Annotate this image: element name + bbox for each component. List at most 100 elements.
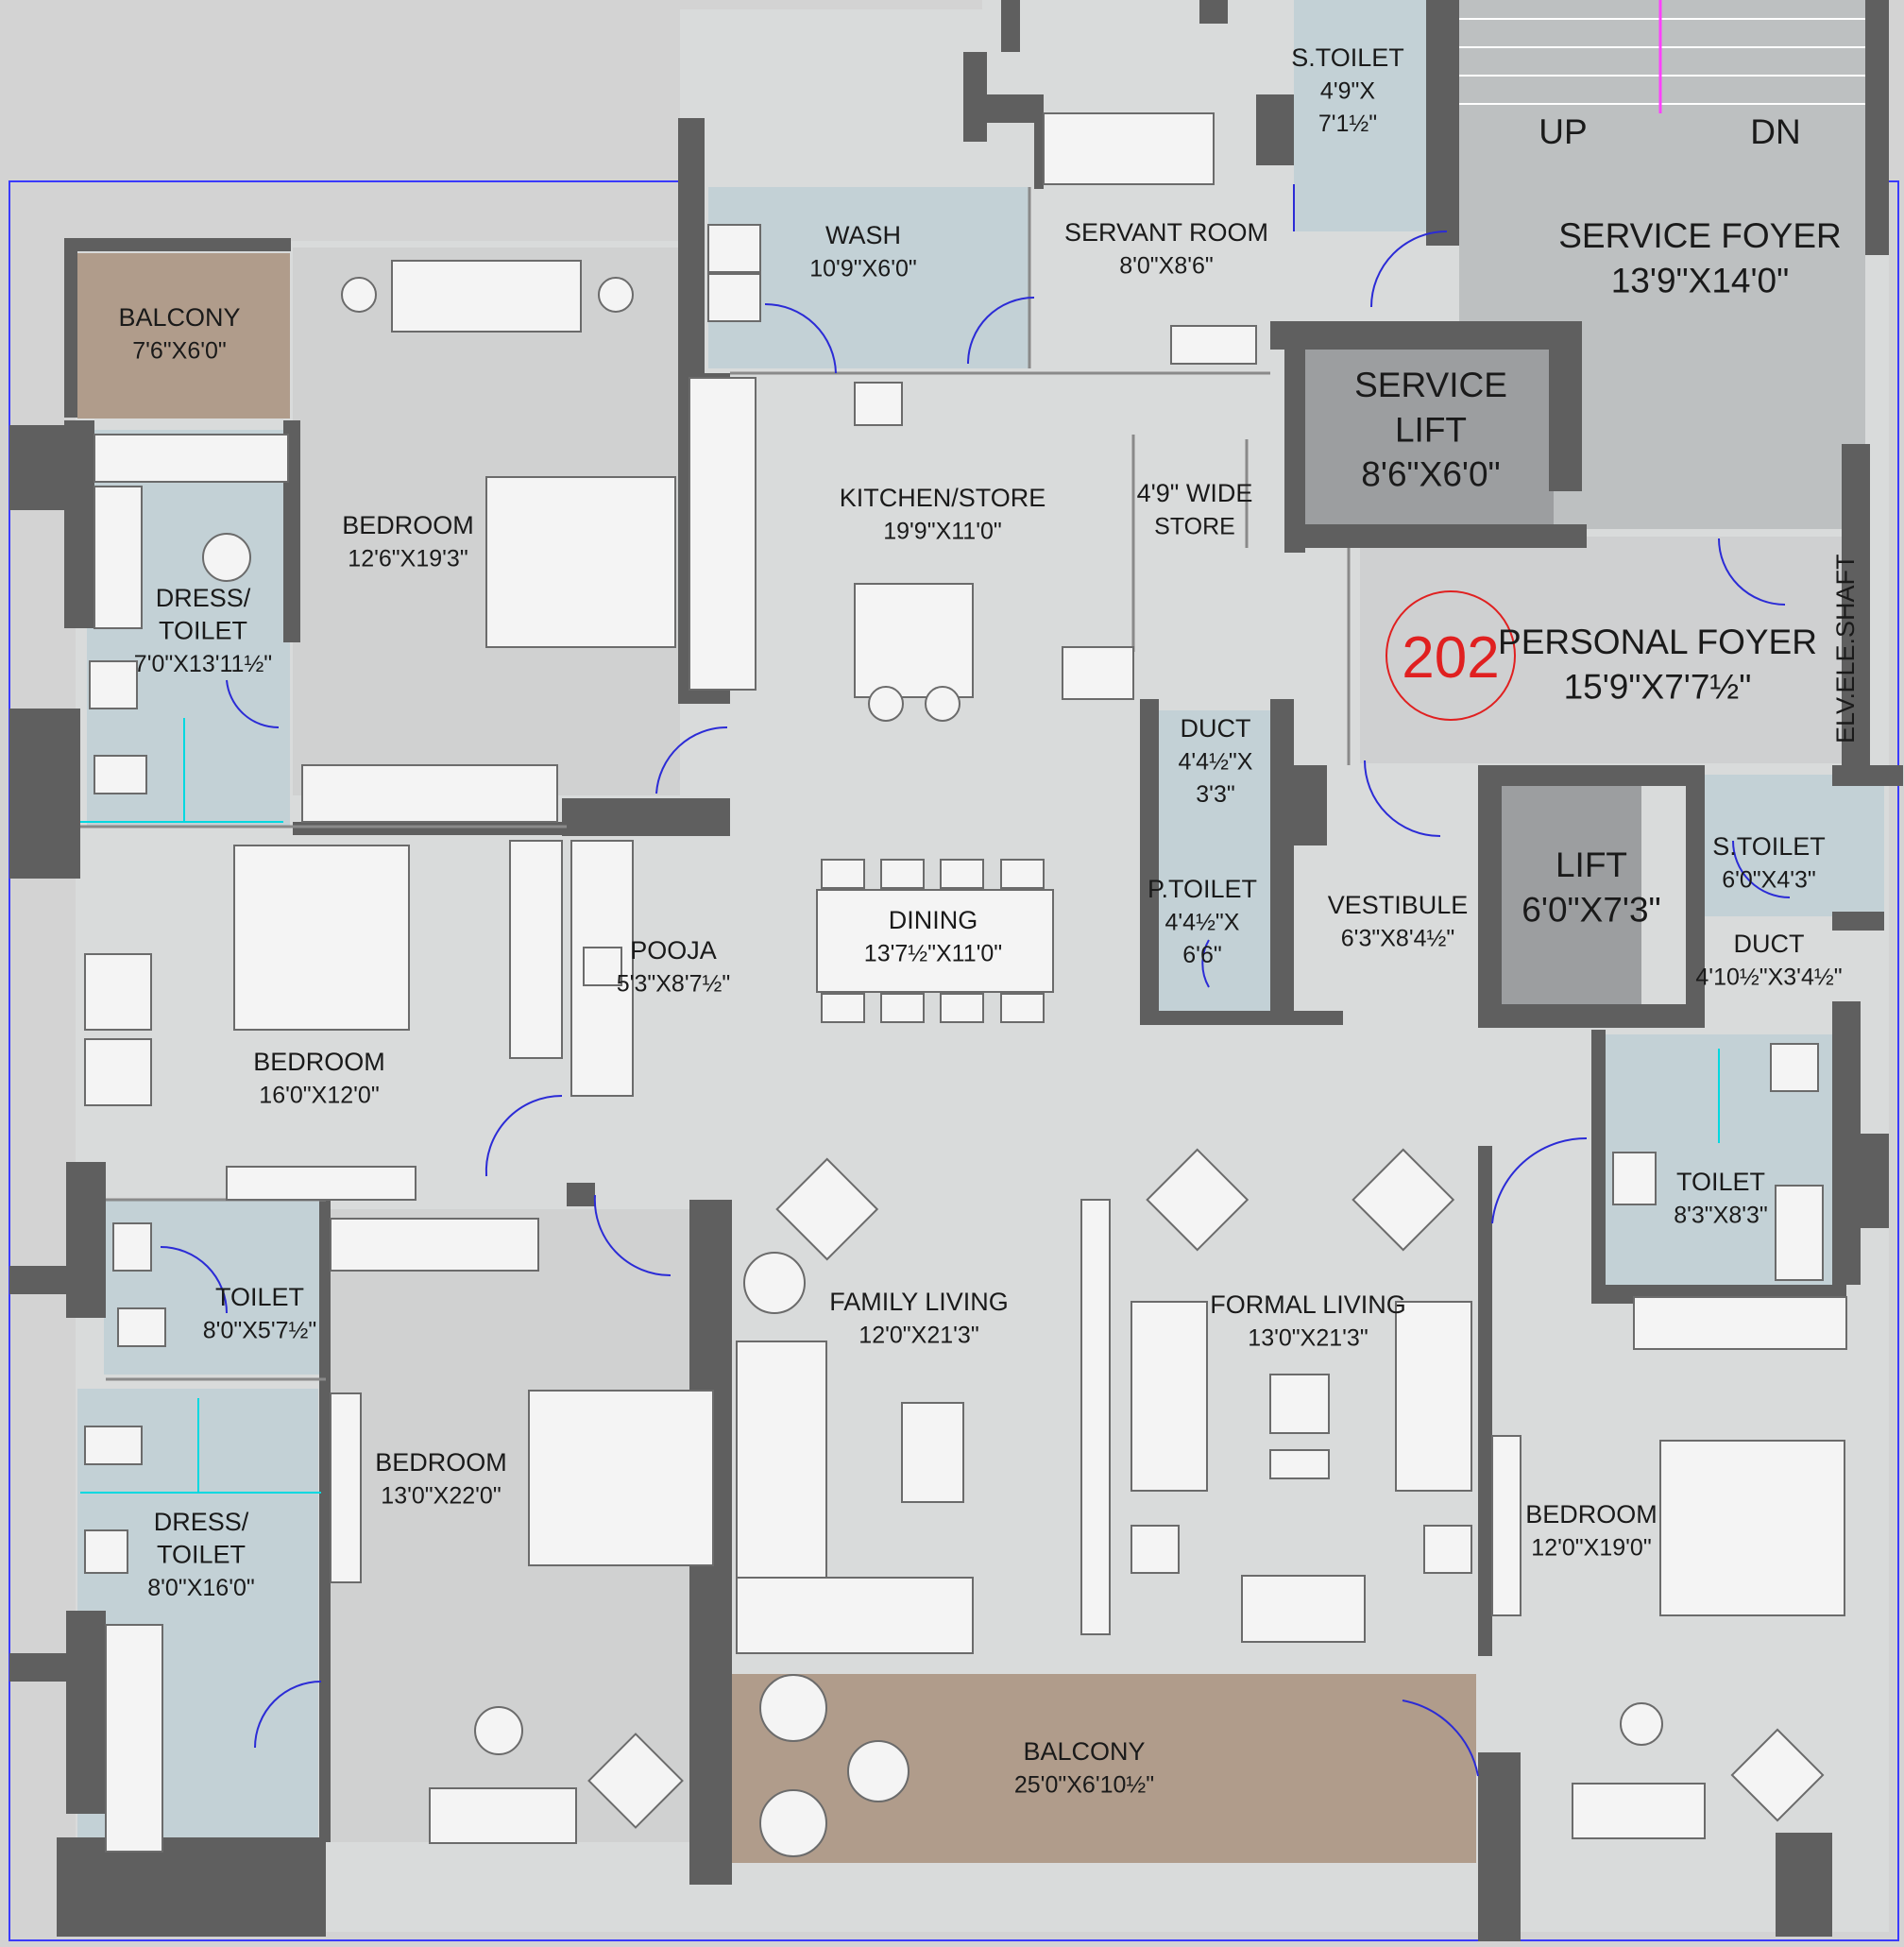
room-name: BALCONY [118,303,240,332]
room-dimension: 15'9"X7'7½" [1564,667,1752,706]
room-name: DUCT [1734,930,1805,958]
room-dimension: 6'6" [1182,942,1221,968]
room-dimension: 12'0"X21'3" [858,1323,978,1349]
room-dimension: 6'0"X7'3" [1522,890,1660,929]
room-dimension: 8'0"X16'0" [147,1575,255,1601]
bed-bottom-right [1659,1440,1845,1616]
room-name: TOILET [1676,1168,1765,1196]
room-dimension: 8'0"X5'7½" [203,1318,316,1344]
room-name: 4'9" WIDE [1137,479,1253,507]
room-dimension: 6'3"X8'4½" [1341,926,1454,952]
lift-car [1500,784,1641,1006]
room-dimension: 16'0"X12'0" [259,1083,379,1109]
room-name: BEDROOM [1525,1500,1658,1529]
room-label-ele-shaft: ELE.SHAFT [1831,554,1860,692]
room-name: DRESS/ [154,1508,249,1536]
stair-lines [1459,18,1865,105]
formal-sofa-right [1395,1301,1472,1492]
room-dimension: 6'0"X4'3" [1722,867,1816,894]
pooja-icon [583,947,622,986]
room-name: BEDROOM [253,1048,385,1076]
room-name: DUCT [1181,714,1251,743]
balcony-top-floor [77,253,290,418]
room-name: KITCHEN/STORE [840,484,1046,512]
room-label-balcony-top: BALCONY 7'6"X6'0" [118,303,240,365]
room-label-up-label: UP [1538,112,1587,151]
room-dimension: 7'6"X6'0" [132,338,227,365]
wash-floor [708,187,1029,368]
unit-number: 202 [1402,625,1499,691]
room-label-elv: ELV. [1831,692,1860,743]
duct-ptoilet-floor [1152,710,1273,1015]
bed-top [485,476,676,648]
room-dimension: STORE [1154,514,1235,540]
room-dimension: 3'3" [1196,781,1234,808]
room-dimension: 7'1½" [1318,111,1377,137]
room-name: BEDROOM [375,1448,507,1477]
room-name: BEDROOM [342,511,474,539]
room-dimension: 4'4½"X [1165,910,1240,936]
personal-foyer-tile [1360,537,1856,763]
bed-bottom-left [528,1390,714,1566]
room-name: DN [1750,112,1800,151]
room-dimension: 8'3"X8'3" [1674,1203,1768,1229]
side-table-icon [341,277,377,313]
room-name: SERVANT ROOM [1064,218,1268,247]
s-toilet-top-floor [1294,0,1436,231]
room-name: SERVICE [1354,366,1507,404]
formal-sofa-left [1130,1301,1208,1492]
room-label-personal-foyer: PERSONAL FOYER 15'9"X7'7½" [1498,623,1817,706]
service-lift-car [1303,348,1554,532]
room-label-duct-right: DUCT 4'10½"X3'4½" [1695,930,1842,991]
room-label-wide-store: 4'9" WIDE STORE [1137,479,1253,540]
room-label-vestibule: VESTIBULE 6'3"X8'4½" [1328,891,1469,952]
room-dimension: 10'9"X6'0" [809,256,917,282]
room-dimension: TOILET [159,617,247,645]
room-name: UP [1538,112,1587,151]
bed-mid-left [233,845,410,1031]
room-dimension: 5'3"X8'7½" [617,971,730,998]
room-name: DRESS/ [156,584,251,612]
dining-table [816,889,1054,993]
room-dimension: 13'7½"X11'0" [864,941,1002,967]
room-dimension: 4'10½"X3'4½" [1695,965,1842,991]
balcony-bottom-floor [730,1674,1476,1863]
bedroom-top-cabinet [301,764,558,823]
room-dimension: LIFT [1395,410,1467,449]
room-name: PERSONAL FOYER [1498,623,1817,661]
room-label-dining: DINING 13'7½"X11'0" [864,906,1002,967]
thin-partitions [80,187,1351,1381]
room-label-bedroom-bottom-right: BEDROOM 12'0"X19'0" [1525,1500,1658,1562]
room-label-balcony-bottom: BALCONY 25'0"X6'10½" [1014,1737,1154,1799]
room-dimension: 25'0"X6'10½" [1014,1772,1154,1799]
room-dimension: 13'0"X21'3" [1248,1325,1368,1352]
glass-partitions [80,718,1720,1494]
room-dimension: 4'4½"X [1179,749,1253,776]
room-name: P.TOILET [1148,875,1257,903]
room-name: ELV. [1831,692,1860,743]
room-name: BALCONY [1023,1737,1145,1766]
room-dimension: 12'0"X19'0" [1531,1535,1651,1562]
room-name: VESTIBULE [1328,891,1469,919]
kitchen-island [854,583,974,698]
room-name: TOILET [215,1283,304,1311]
bedroom-top-sofa [391,260,582,333]
room-name: DINING [889,906,978,934]
unit-number-circle [1386,590,1516,721]
door-swings [160,184,1791,1777]
room-name: S.TOILET [1712,832,1826,861]
tv-partition [1080,1199,1111,1635]
